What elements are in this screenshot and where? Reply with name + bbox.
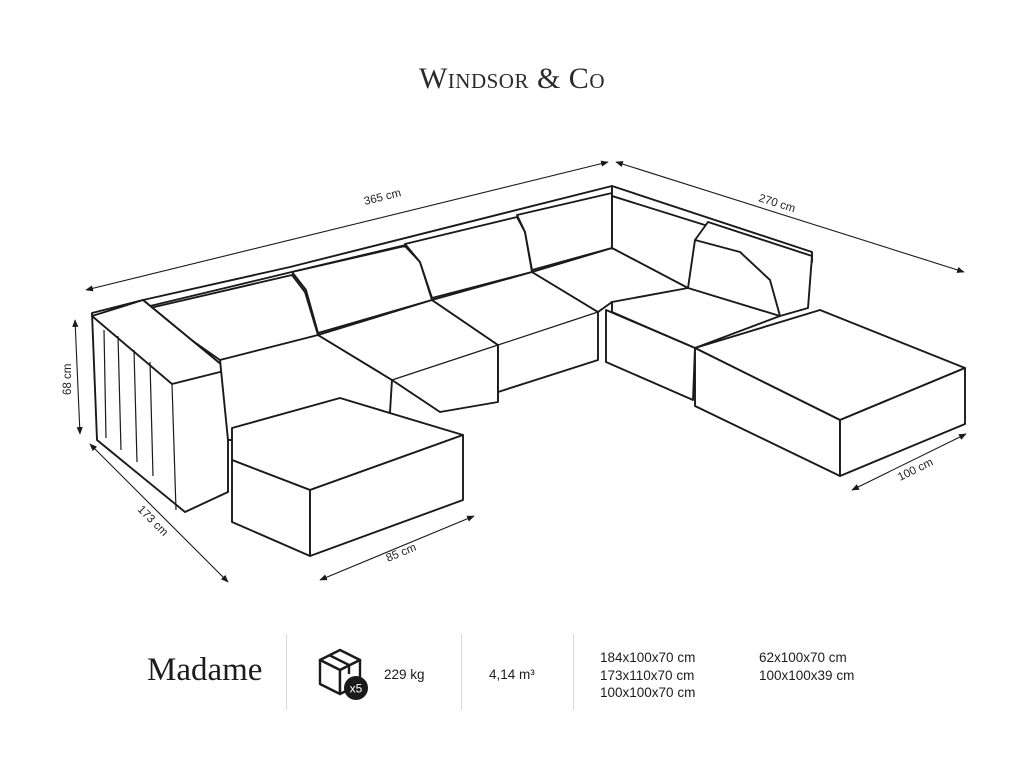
divider [461,634,462,710]
dim-line-100 [851,433,967,491]
module-sizes-column-1: 184x100x70 cm 173x110x70 cm 100x100x70 c… [600,649,695,702]
module-size: 100x100x70 cm [600,685,696,700]
dim-line-68 [72,319,83,435]
dim-label-270: 270 cm [757,192,797,215]
dim-label-68: 68 cm [62,364,74,395]
product-info-bar: Madame x5 229 kg 4,14 m³ 184x100x70 cm 1… [0,630,1024,720]
brand-logo: Windsor & Co [418,62,605,95]
module-size: 173x110x70 cm [600,667,695,683]
dim-line-365 [85,160,609,292]
dim-label-85: 85 cm [385,542,419,565]
module-size: 100x100x39 cm [759,667,855,683]
weight-value: 229 kg [384,667,425,682]
dim-label-173: 173 cm [135,504,170,539]
box-icon: x5 [318,648,368,700]
divider [573,634,574,710]
product-name: Madame [147,652,263,688]
dim-label-365: 365 cm [363,187,402,208]
dim-label-100: 100 cm [896,456,935,483]
module-sizes-column-2: 62x100x70 cm 100x100x39 cm [759,649,854,684]
dim-line-85 [319,515,475,581]
sofa-outline [91,185,966,557]
sofa-technical-drawing: 365 cm 270 cm 68 cm 173 cm 85 cm 100 cm [62,160,967,583]
volume-value: 4,14 m³ [489,667,535,682]
divider [286,634,287,710]
dimension-lines [72,160,967,583]
package-count: x5 [350,682,363,696]
module-size: 62x100x70 cm [759,650,847,665]
module-size: 184x100x70 cm [600,650,696,665]
dim-line-270 [615,161,965,273]
dim-line-173 [89,443,229,583]
